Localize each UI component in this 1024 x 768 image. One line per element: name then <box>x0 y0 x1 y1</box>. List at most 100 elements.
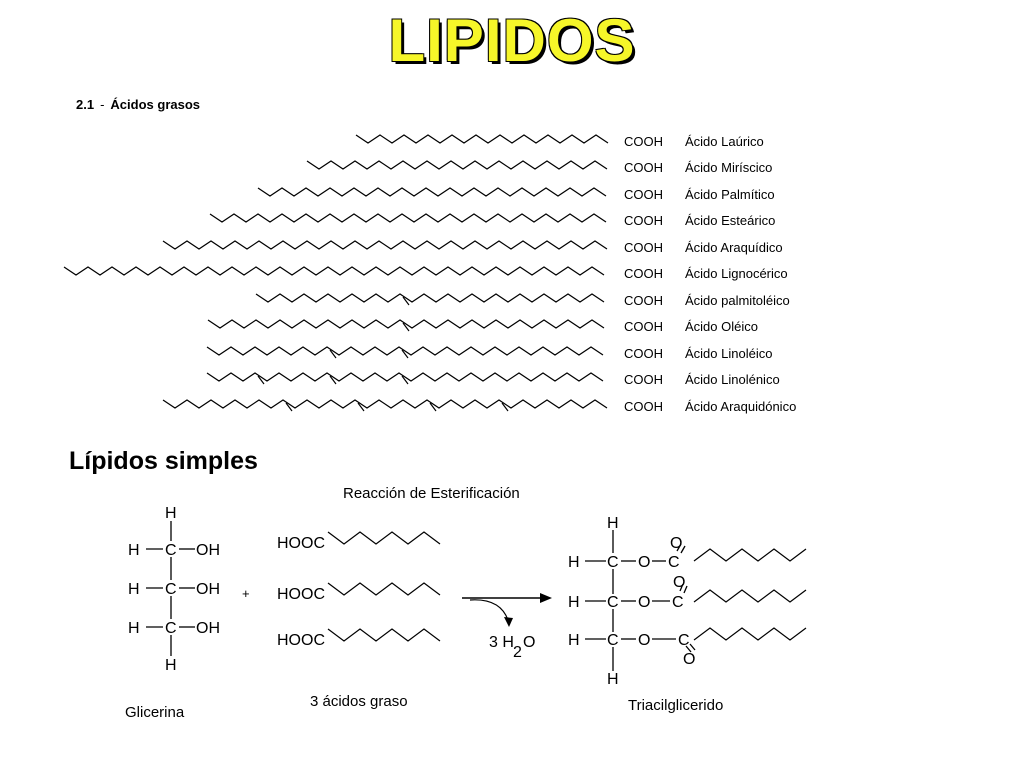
atom-c: C <box>165 620 177 637</box>
triacylglyceride-structure: H H C O C O H C O C O H C O C O H <box>568 515 807 688</box>
glycerol-caption: Glicerina <box>125 704 185 721</box>
fatty-acid-chains <box>63 134 609 412</box>
fatty-acid-chain <box>206 346 604 356</box>
atom-c: C <box>672 594 684 611</box>
double-bond <box>329 349 337 359</box>
atom-o: O <box>638 594 650 611</box>
carboxyl-group: HOOC <box>277 586 325 603</box>
double-bond <box>429 402 437 412</box>
reactant-chain <box>327 582 441 596</box>
cooh-label: COOH <box>624 134 663 149</box>
atom-o: O <box>673 574 685 591</box>
simple-lipids-heading: Lípidos simples <box>69 447 258 475</box>
atom-c: C <box>607 632 619 649</box>
acid-name: Ácido Palmítico <box>685 187 775 202</box>
carboxyl-group: HOOC <box>277 632 325 649</box>
fatty-acid-chain <box>162 399 608 409</box>
double-bond <box>357 402 365 412</box>
fatty-acid-chain <box>355 134 609 144</box>
double-bond <box>402 296 410 306</box>
cooh-label: COOH <box>624 372 663 387</box>
double-bond <box>501 402 509 412</box>
acid-name: Ácido Lignocérico <box>685 266 788 281</box>
atom-h: H <box>165 505 177 522</box>
acid-name: Ácido Araquidónico <box>685 399 796 414</box>
cooh-label: COOH <box>624 187 663 202</box>
cooh-label: COOH <box>624 213 663 228</box>
plus-sign: + <box>242 586 250 601</box>
double-bond <box>329 375 337 385</box>
atom-c: C <box>607 554 619 571</box>
atom-c: C <box>678 632 690 649</box>
fatty-acid-chain <box>306 160 608 170</box>
page-title: LIPIDOS <box>388 7 636 74</box>
water-coefficient: 3 H <box>489 634 514 651</box>
reactant-chain <box>327 628 441 642</box>
atom-c: C <box>165 581 177 598</box>
water-subscript: 2 <box>513 644 522 661</box>
acid-name: Ácido Linolénico <box>685 372 780 387</box>
atom-o: O <box>683 651 695 668</box>
cooh-label: COOH <box>624 293 663 308</box>
ester-chain <box>693 548 807 562</box>
section-separator: - <box>100 97 105 112</box>
glycerol-structure: H H C OH H C OH H C OH H <box>128 505 220 674</box>
ester-chains <box>693 548 807 641</box>
section-number: 2.1 <box>76 97 95 112</box>
cooh-label: COOH <box>624 240 663 255</box>
water-oxygen: O <box>523 634 535 651</box>
acid-name: Ácido palmitoléico <box>685 293 790 308</box>
cooh-label: COOH <box>624 399 663 414</box>
atom-h: H <box>128 581 140 598</box>
double-bond <box>257 375 265 385</box>
water-label: 3 H 2 O <box>489 634 535 661</box>
double-bond <box>401 349 409 359</box>
acid-name: Ácido Linoléico <box>685 346 772 361</box>
reaction-arrow <box>462 593 552 627</box>
fatty-acid-reactants: HOOC HOOC HOOC <box>277 531 441 649</box>
section-label: 2.1-Ácidos grasos <box>76 97 200 112</box>
reaction-title: Reacción de Esterificación <box>343 485 520 502</box>
acid-name: Ácido Esteárico <box>685 213 775 228</box>
atom-o: O <box>638 554 650 571</box>
reactant-chains <box>327 531 441 642</box>
atom-c: C <box>607 594 619 611</box>
cooh-label: COOH <box>624 346 663 361</box>
hydroxyl-group: OH <box>196 581 220 598</box>
fatty-acid-labels: COOH Ácido Laúrico COOH Ácido Miríscico … <box>624 134 796 414</box>
fatty-acids-caption: 3 ácidos graso <box>310 693 408 710</box>
atom-h: H <box>128 542 140 559</box>
cooh-label: COOH <box>624 266 663 281</box>
hydroxyl-group: OH <box>196 620 220 637</box>
fatty-acid-chain <box>162 240 608 250</box>
atom-h: H <box>607 671 619 688</box>
triacylglyceride-caption: Triacilglicerido <box>628 697 723 714</box>
acid-name: Ácido Araquídico <box>685 240 783 255</box>
ester-chain <box>693 589 807 603</box>
fatty-acid-chain <box>206 372 604 382</box>
acid-name: Ácido Oléico <box>685 319 758 334</box>
atom-h: H <box>568 594 580 611</box>
double-bond <box>402 322 410 332</box>
section-heading: Ácidos grasos <box>110 97 201 112</box>
atom-h: H <box>607 515 619 532</box>
atom-o: O <box>670 535 682 552</box>
cooh-label: COOH <box>624 160 663 175</box>
ester-chain <box>693 627 807 641</box>
carboxyl-group: HOOC <box>277 535 325 552</box>
atom-c: C <box>165 542 177 559</box>
atom-o: O <box>638 632 650 649</box>
atom-h: H <box>568 632 580 649</box>
reactant-chain <box>327 531 441 545</box>
fatty-acid-chain <box>255 293 605 303</box>
acid-name: Ácido Laúrico <box>685 134 764 149</box>
acid-name: Ácido Miríscico <box>685 160 772 175</box>
double-bond <box>401 375 409 385</box>
atom-h: H <box>165 657 177 674</box>
atom-h: H <box>568 554 580 571</box>
cooh-label: COOH <box>624 319 663 334</box>
fatty-acid-chain <box>257 187 607 197</box>
atom-c: C <box>668 554 680 571</box>
